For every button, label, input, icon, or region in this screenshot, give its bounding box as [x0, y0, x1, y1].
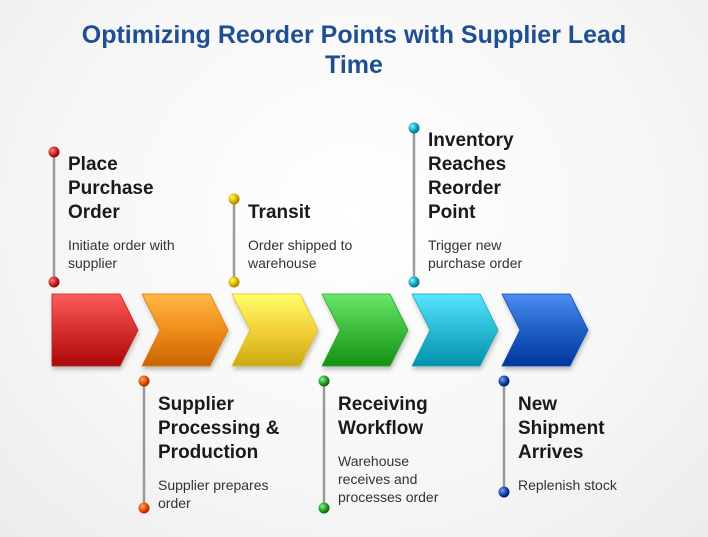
step-5-title: Inventory Reaches Reorder Point — [428, 129, 514, 225]
step-3-title: Transit — [248, 201, 310, 225]
title-line-2: Time — [325, 51, 383, 79]
step-5-title-line: Point — [428, 202, 476, 223]
step-1-desc-line: supplier — [68, 255, 118, 271]
step-1-title-line: Order — [68, 202, 120, 223]
step-1-title: Place Purchase Order — [68, 153, 154, 225]
step-3-desc-line: warehouse — [248, 255, 317, 271]
page-title: Optimizing Reorder Points with Supplier … — [0, 20, 708, 80]
chevrons-layer — [51, 293, 589, 367]
chevron-step-3 — [231, 293, 319, 367]
pin-head-3-b — [228, 276, 240, 288]
pins-layer — [48, 122, 510, 514]
step-5-title-line: Reaches — [428, 154, 507, 175]
step-5-desc-line: Trigger new — [428, 237, 502, 253]
step-1-title-line: Place — [68, 154, 118, 175]
pin-head-2-a — [138, 375, 150, 387]
pin-head-1-a — [48, 146, 60, 158]
step-5-description: Trigger new purchase order — [428, 236, 522, 272]
step-1-title-line: Purchase — [68, 178, 154, 199]
step-3-title-line: Transit — [248, 202, 311, 223]
step-3-description: Order shipped to warehouse — [248, 236, 352, 272]
step-6-title: New Shipment Arrives — [518, 393, 605, 465]
chevron-step-5 — [411, 293, 499, 367]
step-6-description: Replenish stock — [518, 476, 617, 494]
step-6-title-line: Shipment — [518, 418, 605, 439]
step-2-desc-line: order — [158, 495, 191, 511]
step-3-desc-line: Order shipped to — [248, 237, 353, 253]
step-5-desc-line: purchase order — [428, 255, 523, 271]
title-line-1: Optimizing Reorder Points with Supplier … — [81, 21, 627, 49]
step-6-title-line: Arrives — [518, 442, 584, 463]
pin-head-3-a — [228, 193, 240, 205]
step-6-desc-line: Replenish stock — [518, 477, 617, 493]
pin-head-5-b — [408, 276, 420, 288]
step-5-title-line: Reorder — [428, 178, 501, 199]
pin-head-6-a — [498, 375, 510, 387]
step-4-title-line: Receiving — [338, 394, 428, 415]
chevron-step-2 — [141, 293, 229, 367]
step-4-desc-line: receives and — [338, 471, 418, 487]
pin-head-5-a — [408, 122, 420, 134]
step-6-title-line: New — [518, 394, 558, 415]
step-1-description: Initiate order with supplier — [68, 236, 175, 272]
chevron-step-4 — [321, 293, 409, 367]
pin-head-2-b — [138, 502, 150, 514]
step-4-desc-line: processes order — [338, 489, 439, 505]
step-2-title-line: Supplier — [158, 394, 235, 415]
step-4-description: Warehouse receives and processes order — [338, 452, 438, 506]
step-1-desc-line: Initiate order with — [68, 237, 175, 253]
chevron-step-1 — [51, 293, 139, 367]
pin-head-1-b — [48, 276, 60, 288]
step-2-desc-line: Supplier prepares — [158, 477, 269, 493]
step-4-title: Receiving Workflow — [338, 393, 428, 441]
step-2-title-line: Processing & — [158, 418, 280, 439]
step-2-title-line: Production — [158, 442, 259, 463]
chevron-step-6 — [501, 293, 589, 367]
step-2-description: Supplier prepares order — [158, 476, 269, 512]
pin-head-6-b — [498, 486, 510, 498]
pin-head-4-b — [318, 502, 330, 514]
step-2-title: Supplier Processing & Production — [158, 393, 279, 465]
pin-head-4-a — [318, 375, 330, 387]
step-4-title-line: Workflow — [338, 418, 424, 439]
step-4-desc-line: Warehouse — [338, 453, 410, 469]
step-5-title-line: Inventory — [428, 130, 514, 151]
